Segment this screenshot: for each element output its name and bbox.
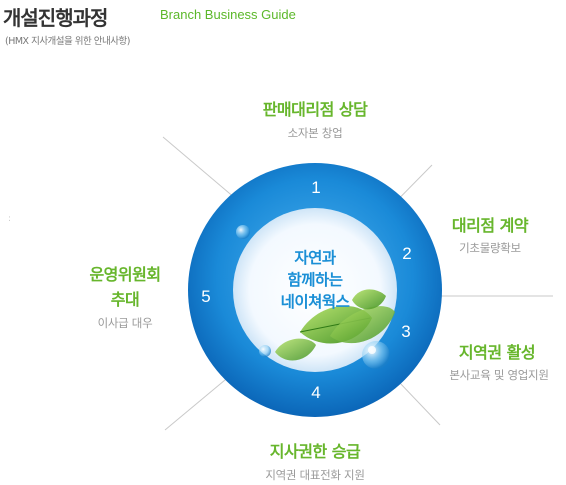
- decorative-dot: :: [8, 214, 12, 224]
- step-1-desc: 소자본 창업: [287, 126, 343, 140]
- page-title: 개설진행과정: [3, 6, 108, 30]
- step-4-desc: 지역권 대표전화 지원: [265, 468, 365, 482]
- step-1-title: 판매대리점 상담: [262, 100, 368, 119]
- center-text-line-3: 네이쳐웍스: [280, 293, 350, 311]
- step-5-desc: 이사급 대우: [97, 316, 153, 330]
- step-number-4: 4: [311, 383, 321, 402]
- step-number-2: 2: [402, 244, 412, 263]
- page-title-english: Branch Business Guide: [160, 7, 296, 22]
- step-2-title: 대리점 계약: [451, 216, 529, 235]
- step-number-3: 3: [401, 322, 411, 341]
- step-number-1: 1: [311, 178, 321, 197]
- step-3-desc: 본사교육 및 영업지원: [449, 368, 549, 382]
- page-subtitle: (HMX 지사개설을 위한 안내사항): [5, 36, 130, 47]
- step-4-title: 지사권한 승급: [269, 442, 361, 461]
- step-number-5: 5: [201, 287, 211, 306]
- center-text-line-2: 함께하는: [287, 271, 343, 289]
- step-5-title-line-2: 추대: [110, 290, 140, 309]
- leaf-icon: [275, 289, 395, 361]
- step-2-desc: 기초물량확보: [459, 241, 521, 255]
- step-5-title-line-1: 운영위원회: [89, 265, 161, 284]
- water-drop-icon: [236, 225, 390, 369]
- center-text-line-1: 자연과: [294, 249, 336, 267]
- step-3-title: 지역권 활성: [458, 343, 536, 362]
